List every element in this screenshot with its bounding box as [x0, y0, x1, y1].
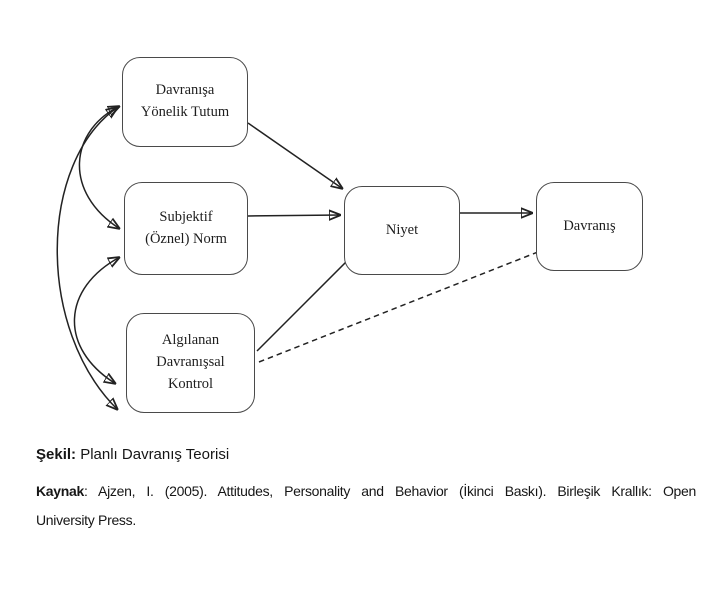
source-reference-line1: Kaynak: Ajzen, I. (2005). Attitudes, Per…: [36, 483, 696, 499]
node-subjective-norm-label: Subjektif (Öznel) Norm: [145, 208, 227, 247]
arrow-attitude-to-intention: [247, 122, 343, 189]
node-perceived-behavioral-control: Algılanan Davranışsal Kontrol: [126, 313, 255, 413]
arrow-pbc-to-intention: [256, 251, 357, 352]
curve-attitude-subjective-norm: [78, 106, 120, 229]
figure-caption-label: Şekil:: [36, 446, 77, 463]
node-attitude-label: Davranışa Yönelik Tutum: [140, 82, 230, 120]
arrow-subjective-norm-to-intention: [247, 215, 341, 216]
node-subjective-norm: Subjektif (Öznel) Norm: [124, 182, 248, 275]
node-attitude-toward-behavior: Davranışa Yönelik Tutum: [122, 57, 248, 147]
node-intention-label: Niyet: [385, 221, 419, 238]
node-behavior-label: Davranış: [563, 217, 616, 234]
source-label: Kaynak: [36, 483, 85, 499]
source-reference-line2: University Press.: [36, 512, 136, 528]
node-intention: Niyet: [344, 186, 460, 275]
source-text: : Ajzen, I. (2005). Attitudes, Personali…: [84, 483, 696, 499]
curve-subjective-norm-pbc: [73, 257, 120, 384]
source-reference: Kaynak: Ajzen, I. (2005). Attitudes, Per…: [36, 483, 696, 528]
figure-caption-text: Planlı Davranış Teorisi: [76, 446, 230, 463]
node-pbc-label: Algılanan Davranışsal Kontrol: [156, 332, 225, 392]
curve-attitude-pbc: [56, 107, 118, 410]
node-behavior: Davranış: [536, 182, 643, 271]
dashed-arrow-pbc-to-behavior: [258, 246, 553, 363]
figure-caption: Şekil: Planlı Davranış Teorisi: [36, 446, 229, 463]
